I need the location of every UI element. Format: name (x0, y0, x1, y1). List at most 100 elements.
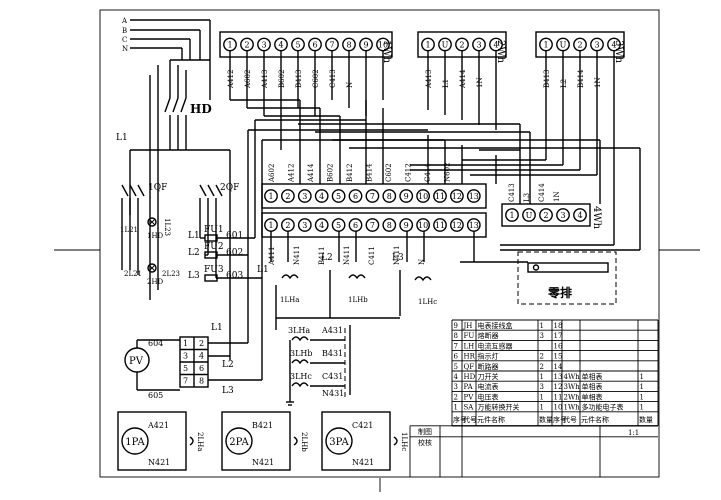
bom-cell: 4 (454, 373, 459, 381)
terminal-bottom-pin-label: 6 (353, 221, 358, 230)
svg-text:L3: L3 (188, 271, 200, 281)
svg-text:A431: A431 (321, 326, 343, 335)
svg-text:1L21: 1L21 (120, 226, 138, 234)
meter-3wh-wire-label: L2 (560, 79, 568, 88)
bom-cell: FU (464, 332, 475, 340)
svg-text:602: 602 (226, 248, 243, 258)
meter-3wh-pin (590, 37, 604, 52)
bom-cell: 2Wh (564, 393, 581, 401)
meter-2wh-pin-label: 3 (476, 41, 481, 50)
svg-text:2: 2 (199, 339, 204, 348)
terminal-bottom-pin (399, 218, 414, 232)
meter-4wh-wire-label: C414 (538, 183, 546, 202)
zero-bar (527, 262, 609, 273)
svg-text:A: A (121, 17, 128, 25)
svg-text:2Wh: 2Wh (495, 40, 506, 64)
svg-text:1QF: 1QF (148, 183, 167, 193)
svg-text:L3: L3 (222, 386, 234, 396)
svg-text:L2: L2 (321, 253, 333, 263)
bom-cell: 4Wh (564, 373, 581, 381)
bom-cell: 14 (554, 363, 563, 371)
meter-1wh-pin-label: 8 (346, 41, 351, 50)
svg-text:零排: 零排 (547, 285, 572, 300)
svg-text:L1: L1 (188, 231, 200, 241)
meter-1wh-pin (291, 37, 305, 52)
terminal-top-pin (280, 189, 295, 203)
terminal-bottom-pin (314, 218, 329, 232)
svg-text:601: 601 (226, 231, 243, 241)
bom-header-cell: 元件名称 (581, 415, 609, 424)
meter-2wh-pin (472, 37, 486, 52)
meter-2wh-pin (455, 37, 469, 52)
meter-1wh-pin (240, 37, 254, 52)
bom-cell: 6 (454, 353, 459, 361)
meter-3wh-wire-label: B413 (543, 69, 551, 88)
indicator-lamp-1 (147, 217, 157, 227)
svg-text:2L21: 2L21 (124, 270, 142, 278)
meter-3wh-pin-label: U (560, 41, 567, 50)
bom-cell: 2 (454, 393, 458, 401)
bom-cell: 1 (540, 404, 544, 412)
svg-text:3LHa: 3LHa (288, 326, 310, 335)
terminal-top-pin (449, 189, 464, 203)
hd-label: HD (190, 102, 212, 116)
meter-1wh-wire-label: A413 (261, 70, 269, 89)
svg-text:2PA: 2PA (229, 437, 249, 448)
meter-4wh-wire-label: 1N (553, 191, 561, 202)
terminal-bottom-pin (433, 218, 447, 232)
meter-3wh-pin-label: 1 (543, 41, 548, 50)
bom-cell: LH (464, 342, 475, 350)
bom-cell: 15 (554, 353, 563, 361)
svg-text:FU2: FU2 (204, 242, 224, 252)
bom-cell: 17 (554, 332, 563, 340)
svg-text:FU1: FU1 (204, 225, 224, 235)
bom-header-cell: 序号 (453, 415, 467, 424)
svg-text:B421: B421 (252, 421, 273, 430)
meter-1wh-pin (274, 37, 288, 52)
bom-cell: 单相表 (582, 392, 603, 401)
terminal-top-pin-label: 2 (285, 192, 290, 201)
meter-3wh-pin (539, 37, 553, 52)
bom-cell: HR (464, 353, 476, 361)
terminal-bottom-pin-label: 5 (336, 221, 341, 230)
svg-text:制图: 制图 (418, 427, 432, 436)
bom-cell: 电流互感器 (478, 341, 513, 350)
meter-2wh-wire-label: A413 (425, 70, 433, 89)
meter-4wh-pin-label: U (526, 211, 533, 220)
meter-4wh-pin-label: 3 (560, 211, 565, 220)
meter-2wh-pin (438, 37, 452, 52)
terminal-top-pin (348, 189, 363, 203)
terminal-top-wire-label: N602 (444, 163, 452, 183)
bom-cell: 7 (454, 342, 458, 350)
bom-cell: SA (464, 404, 475, 412)
svg-text:3Wh: 3Wh (613, 40, 624, 64)
svg-text:3PA: 3PA (329, 437, 349, 448)
bom-cell: 单相表 (582, 372, 603, 381)
svg-text:1LHa: 1LHa (280, 296, 299, 304)
svg-text:L1: L1 (116, 133, 128, 143)
bom-cell: 1 (640, 404, 644, 412)
bom-cell: 12 (554, 383, 563, 391)
svg-text:N421: N421 (352, 458, 374, 467)
terminal-top-pin-label: 7 (370, 192, 375, 201)
meter-1wh-pin-label: 10 (378, 41, 388, 50)
svg-text:3LHb: 3LHb (290, 349, 313, 358)
meter-1wh-pin-label: 2 (244, 41, 249, 50)
meter-1wh-wire-label: A412 (227, 70, 235, 89)
meter-1wh-pin (325, 37, 339, 52)
bom-cell: 1Wh (564, 404, 581, 412)
bom-cell: 电流表 (478, 382, 499, 391)
meter-1wh-wire-label: C413 (329, 69, 337, 88)
terminal-top-pin (466, 189, 481, 203)
svg-text:A421: A421 (147, 421, 169, 430)
svg-text:L3: L3 (392, 253, 404, 263)
terminal-bottom-pin (297, 218, 312, 232)
terminal-top-pin-label: 8 (387, 192, 392, 201)
meter-4wh-pin (505, 208, 519, 222)
bom-cell: 万能转换开关 (478, 403, 520, 412)
svg-text:1: 1 (183, 339, 188, 348)
